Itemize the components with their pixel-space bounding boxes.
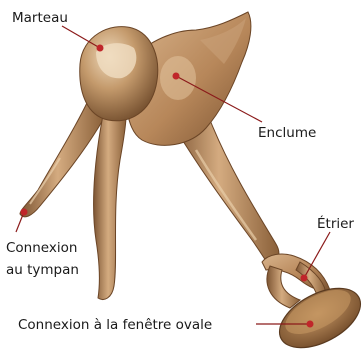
label-tympanic-connection-line1: Connexion (6, 240, 77, 256)
marker-tympanum (21, 209, 28, 216)
label-incus: Enclume (258, 125, 316, 141)
label-malleus: Marteau (12, 10, 68, 26)
marker-stapes (301, 275, 308, 282)
marker-incus (173, 73, 180, 80)
stapes (262, 254, 364, 353)
marker-oval-window (307, 321, 314, 328)
label-oval-window-connection: Connexion à la fenêtre ovale (18, 317, 212, 333)
label-tympanic-connection-line2: au tympan (6, 262, 79, 278)
label-stapes: Étrier (317, 215, 354, 232)
marker-malleus (97, 45, 104, 52)
malleus-head (80, 27, 158, 121)
malleus-lower-process (94, 110, 126, 300)
